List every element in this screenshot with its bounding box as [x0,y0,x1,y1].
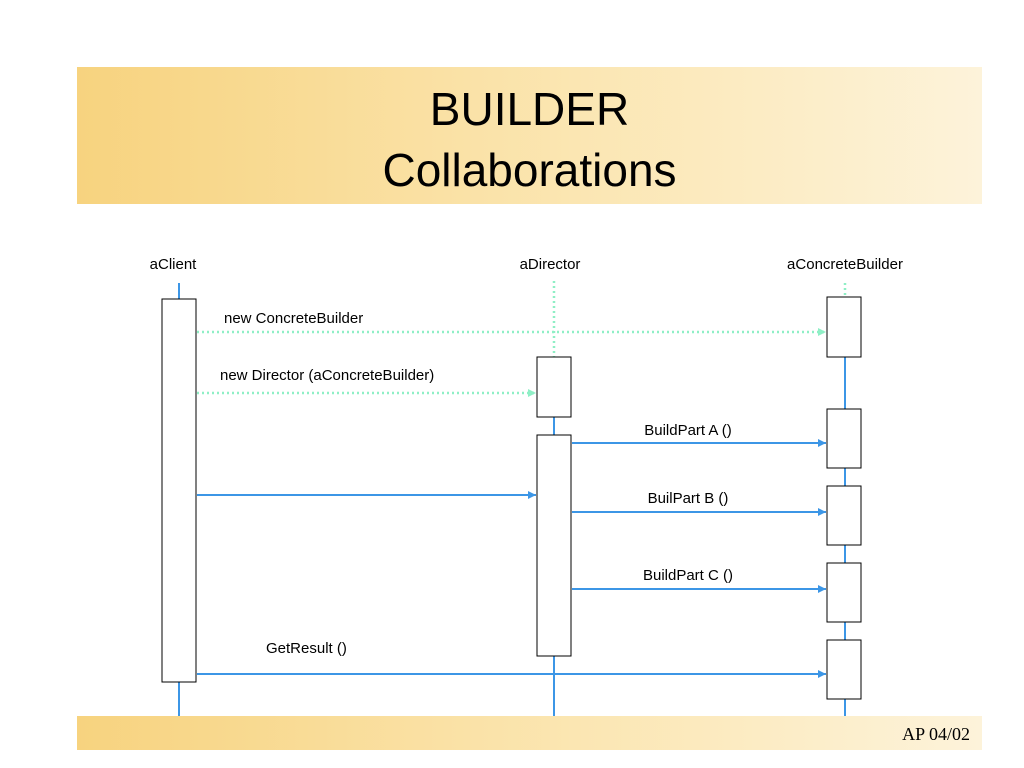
activation-director-1 [536,356,572,418]
message-label-new-concrete-builder: new ConcreteBuilder [224,310,363,327]
participant-label-director: aDirector [520,256,581,273]
activation-builder-1 [826,296,862,358]
activation-builder-4 [826,562,862,623]
message-label-buildpart-c: BuildPart C () [643,567,733,584]
participant-label-client: aClient [150,256,198,273]
title-band: BUILDER Collaborations [77,67,982,204]
message-label-get-result: GetResult () [266,640,347,657]
footer-band: AP 04/02 [77,716,982,750]
activation-builder-2 [826,408,862,469]
message-label-new-director: new Director (aConcreteBuilder) [220,367,434,384]
activation-builder-5 [826,639,862,700]
activation-director-2 [536,434,572,657]
slide-subtitle: Collaborations [382,144,677,196]
slide-title: BUILDER [429,83,630,135]
footer-text: AP 04/02 [902,724,970,744]
sequence-diagram: aClient aDirector aConcreteBuilder new C… [150,256,903,716]
participant-label-builder: aConcreteBuilder [787,256,903,273]
activation-builder-3 [826,485,862,546]
message-label-builpart-b: BuilPart B () [648,490,729,507]
activation-client [161,298,197,683]
message-label-buildpart-a: BuildPart A () [644,422,732,439]
